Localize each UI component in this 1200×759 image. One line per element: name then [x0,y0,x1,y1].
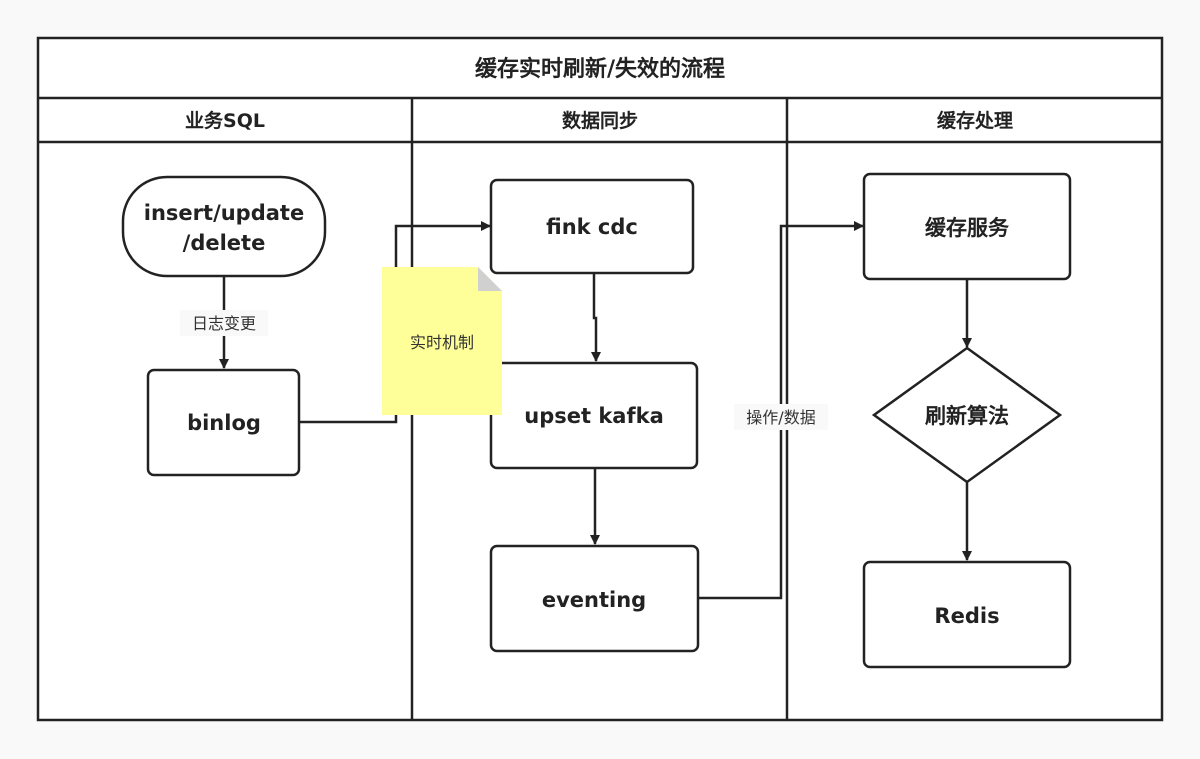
lane-header-cache-processing: 缓存处理 [937,109,1013,132]
node-cache-service-label: 缓存服务 [925,216,1010,240]
node-cache-service [862,172,1072,281]
node-eventing-label: eventing [542,588,646,612]
note-body [382,267,502,415]
node-flink-cdc [489,178,695,275]
operation-data-label-bg [734,404,828,430]
node-eventing [489,544,700,653]
node-flink-cdc-label: fink cdc [546,215,638,239]
node-source-sql [121,175,327,278]
edge-label-log-change: 日志变更 [192,314,256,333]
node-binlog [146,368,301,477]
note-fold-corner [478,267,502,291]
lane-header-data-sync: 数据同步 [562,109,638,132]
note-text: 实时机制 [410,333,474,352]
log-change-label-bg [180,310,268,336]
node-redis-label: Redis [934,604,999,628]
lane-header-business-sql: 业务SQL [185,109,265,132]
node-refresh-algorithm-label: 刷新算法 [925,404,1009,428]
node-upset-kafka-label: upset kafka [524,404,663,428]
node-upset-kafka [489,361,699,470]
node-binlog-label: binlog [187,411,261,435]
node-source-sql-line1: insert/update [144,201,304,225]
node-redis [862,560,1072,669]
node-source-sql-line2: /delete [183,231,266,255]
edge-flink-cdc-to-kafka [591,273,601,362]
note-realtime-mechanism: 实时机制 [382,267,502,415]
edge-label-operation-data: 操作/数据 [746,408,815,427]
diagram-title: 缓存实时刷新/失效的流程 [475,56,725,82]
node-refresh-algorithm [871,346,1063,484]
